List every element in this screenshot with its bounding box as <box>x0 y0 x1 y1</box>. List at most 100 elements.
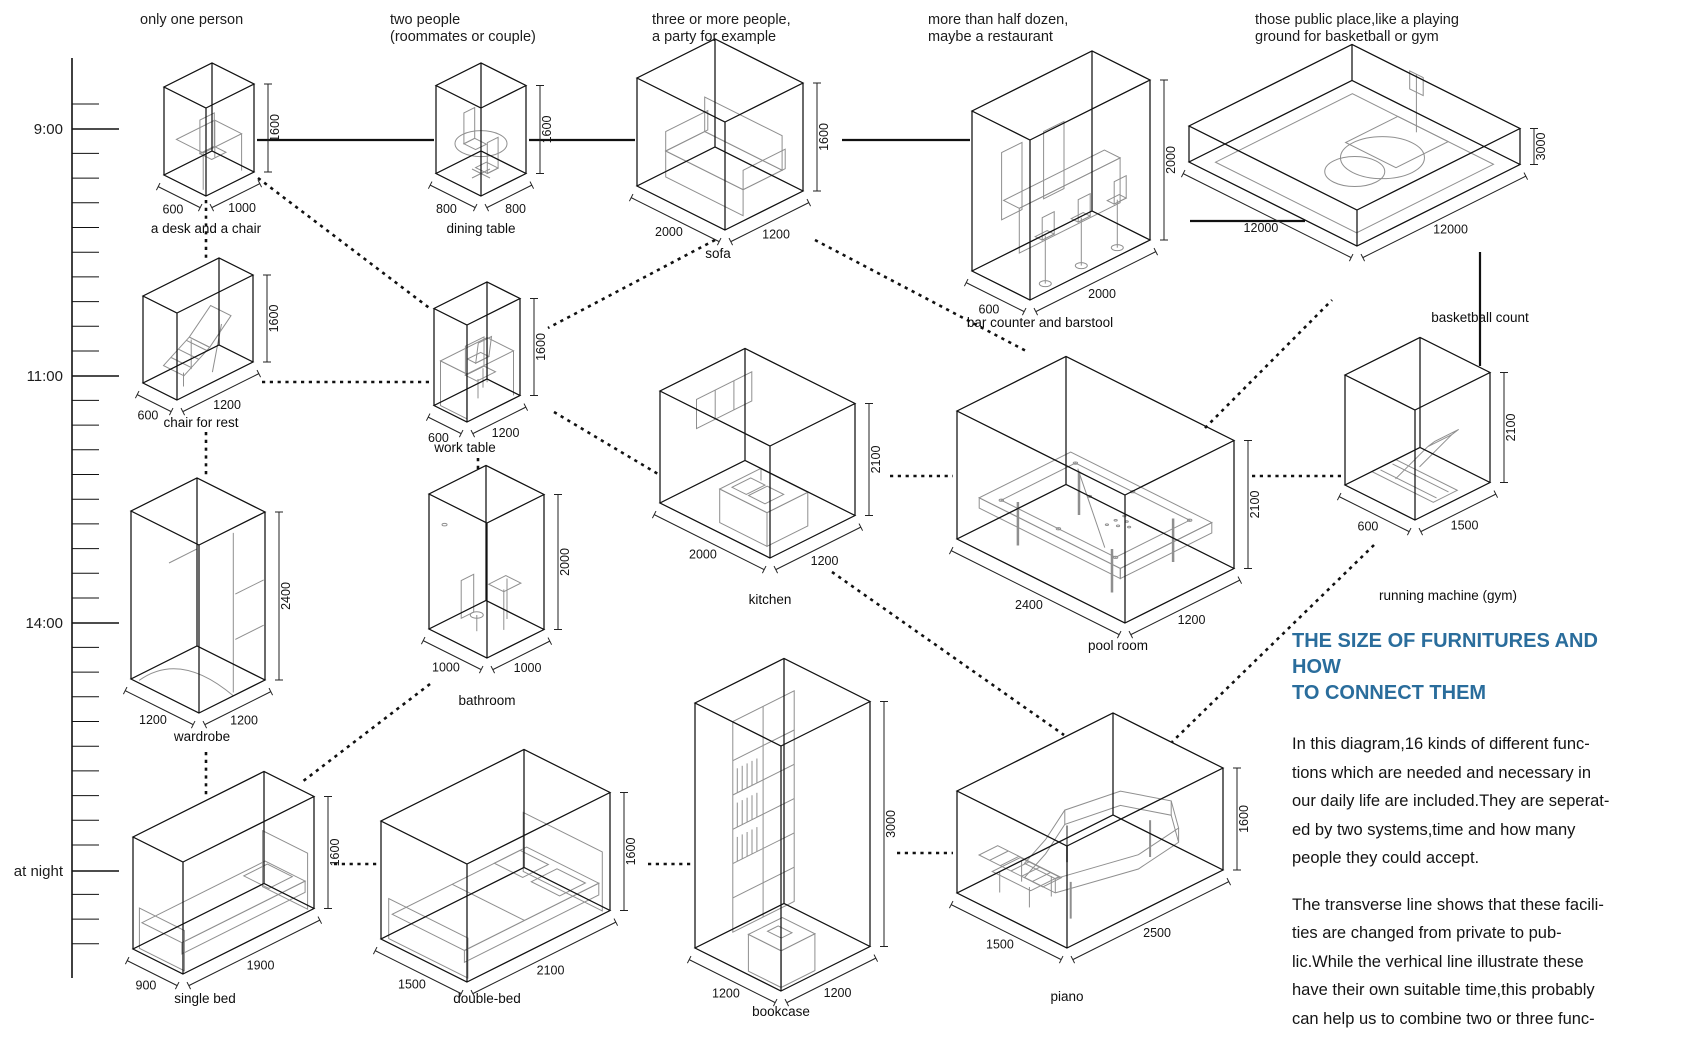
dimension-tick <box>1418 527 1424 536</box>
dimension-label-left: 1500 <box>986 938 1014 952</box>
dimension-tick <box>1406 527 1412 536</box>
dimension-label-height: 1600 <box>268 114 282 142</box>
furniture-sketch <box>441 522 448 527</box>
furniture-sketch <box>388 897 469 979</box>
dimension-label-height: 2100 <box>869 446 883 474</box>
furniture-sketch <box>162 336 211 377</box>
dimension-tick <box>427 181 433 189</box>
furniture-sketch <box>188 304 232 348</box>
furniture-sketch <box>463 106 476 145</box>
dotted-connection-line <box>831 570 1065 737</box>
dimension-tick <box>1348 253 1354 262</box>
dimension-tick <box>425 413 431 421</box>
dimension-label-height: 1600 <box>817 123 831 151</box>
dimension-tick <box>458 429 464 438</box>
dimension-label-right: 12000 <box>1433 222 1468 236</box>
furniture-item-label: work table <box>433 440 496 455</box>
dimension-line-left <box>136 394 172 413</box>
dimension-label-left: 1500 <box>398 978 426 992</box>
dimension-label-right: 1200 <box>492 426 520 440</box>
iso-box <box>693 657 872 992</box>
furniture-sketch-group <box>439 335 515 420</box>
dimension-tick <box>784 998 790 1007</box>
dimension-label-right: 2000 <box>1088 287 1116 301</box>
dimension-tick <box>202 720 208 729</box>
dimension-tick <box>651 510 657 519</box>
dimension-label-height: 1600 <box>534 333 548 361</box>
dimension-label-height: 2400 <box>279 582 293 610</box>
furniture-sketch <box>1344 115 1450 169</box>
furniture-sketch <box>1104 523 1110 526</box>
furniture-item-label: pool room <box>1088 638 1148 653</box>
dimension-label-height: 1600 <box>540 116 554 144</box>
dimension-label-left: 1200 <box>712 987 740 1001</box>
dimension-line-right <box>472 921 617 995</box>
iso-box <box>1187 43 1522 247</box>
furniture-sketch <box>530 868 587 897</box>
column-header: only one person <box>140 12 243 28</box>
dimension-line-left <box>1338 496 1410 533</box>
furniture-item-label: piano <box>1050 989 1083 1004</box>
furniture-sketch <box>1112 555 1119 559</box>
furniture-sketch-group <box>696 370 809 548</box>
dimension-line-right <box>786 957 877 1004</box>
dimension-tick <box>613 918 619 926</box>
dimension-tick <box>773 565 779 574</box>
dimension-tick <box>174 981 180 990</box>
dimension-line-left <box>965 282 1025 313</box>
furniture-item-label: sofa <box>705 246 731 261</box>
dimension-line-right <box>472 406 527 435</box>
timeline-label: at night <box>14 863 64 880</box>
furniture-sketch <box>1324 156 1386 188</box>
furniture-sketch <box>1113 519 1118 522</box>
dimension-tick <box>547 637 553 645</box>
iso-box <box>162 62 256 197</box>
timeline-label: 14:00 <box>25 615 63 632</box>
furniture-sketch <box>780 932 816 989</box>
dimension-line-left <box>950 550 1120 636</box>
iso-box <box>635 38 805 231</box>
dimension-label-left: 600 <box>1358 520 1379 534</box>
furniture-sketch <box>1018 157 1121 254</box>
dimension-label-height: 2000 <box>558 548 572 576</box>
furniture-sketch <box>464 336 485 377</box>
dimension-tick <box>470 989 476 998</box>
dotted-connection-line <box>553 410 659 476</box>
furniture-sketch <box>665 109 709 152</box>
dimension-label-left: 600 <box>138 409 159 423</box>
dimension-tick <box>948 900 954 909</box>
dimension-tick <box>1237 576 1243 584</box>
dimension-line-right <box>188 919 321 987</box>
dimension-label-left: 2400 <box>1015 598 1043 612</box>
furniture-sketch <box>747 933 782 989</box>
furniture-sketch <box>998 498 1005 502</box>
description-text-block: THE SIZE OF FURNITURES AND HOW TO CONNEC… <box>1292 628 1626 1040</box>
dimension-tick <box>420 636 426 645</box>
dotted-connection-line <box>301 682 431 784</box>
furniture-sketch <box>451 883 525 921</box>
furniture-sketch-group <box>388 811 603 979</box>
furniture-sketch <box>460 573 475 620</box>
furniture-sketch <box>1395 446 1429 480</box>
iso-box <box>129 477 267 714</box>
dimension-tick <box>858 523 864 531</box>
dimension-line-right <box>486 184 533 209</box>
furniture-item-label: bar counter and barstool <box>967 315 1113 330</box>
column-header: ground for basketball or gym <box>1255 29 1439 45</box>
column-header: two people <box>390 12 460 28</box>
column-header: (roommates or couple) <box>390 29 536 45</box>
furniture-sketch <box>747 485 785 505</box>
dimension-label-right: 2100 <box>537 963 565 977</box>
furniture-sketch <box>1010 861 1030 872</box>
dimension-label-height: 3000 <box>1534 133 1548 161</box>
furniture-sketch <box>235 579 264 595</box>
furniture-item-label: a desk and a chair <box>151 221 262 236</box>
furniture-sketch-group <box>978 451 1213 593</box>
